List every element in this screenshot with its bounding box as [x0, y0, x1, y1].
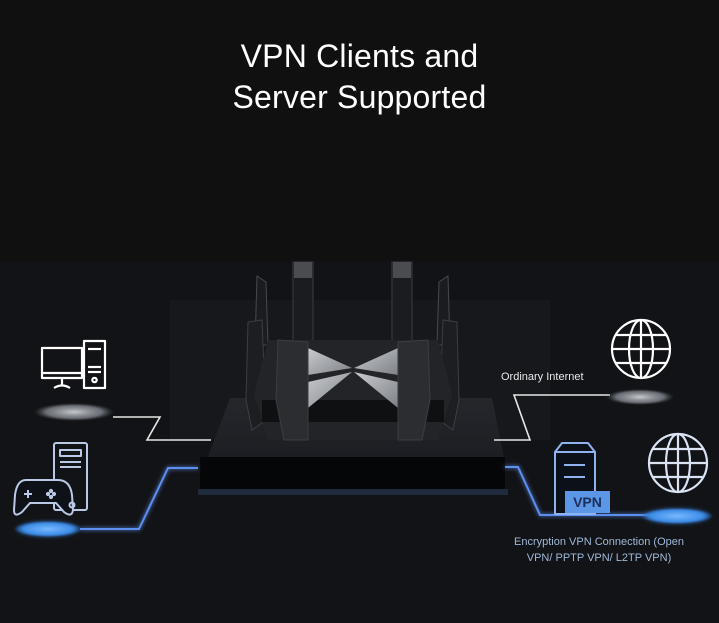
router-platform-front	[200, 457, 505, 490]
ordinary-internet-label: Ordinary Internet	[501, 371, 584, 383]
router-platform-edge	[198, 489, 508, 495]
pedestal-blue-left	[14, 521, 82, 537]
page-title: VPN Clients and Server Supported	[0, 36, 719, 118]
vpn-connection-line-2: VPN/ PPTP VPN/ L2TP VPN)	[526, 552, 672, 564]
title-line-1: VPN Clients and	[240, 38, 479, 74]
vpn-badge: VPN	[565, 491, 610, 513]
desktop-computer-icon	[40, 339, 107, 390]
vpn-line-right	[505, 466, 660, 516]
title-line-2: Server Supported	[232, 79, 487, 115]
ordinary-line-left	[113, 416, 211, 441]
ordinary-line-right	[494, 394, 610, 441]
game-console-icon	[13, 442, 88, 516]
pedestal-white-left	[34, 403, 114, 421]
pedestal-blue-right	[641, 508, 713, 524]
globe-icon	[647, 432, 709, 494]
vpn-line-left	[80, 467, 198, 530]
vpn-connection-label: Encryption VPN Connection (Open VPN/ PPT…	[484, 534, 714, 566]
vpn-connection-line-1: Encryption VPN Connection (Open	[514, 536, 684, 548]
router	[245, 261, 460, 441]
pedestal-white-right	[606, 389, 674, 405]
globe-icon	[610, 318, 672, 380]
